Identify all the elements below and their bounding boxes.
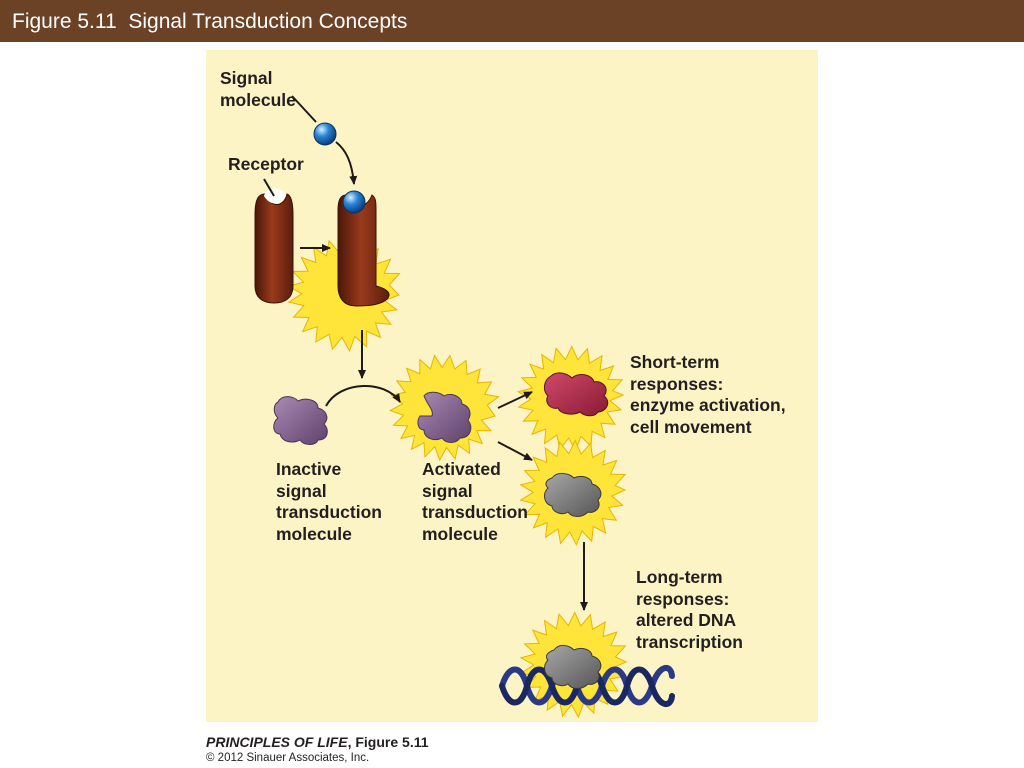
transcription-factor-dna-bound [544, 644, 602, 689]
signal-molecule-free [313, 122, 337, 146]
caption-book-title: PRINCIPLES OF LIFE [206, 734, 348, 750]
pointer-receptor [263, 178, 275, 197]
enzyme-active [543, 372, 609, 417]
transcription-factor-active [544, 472, 602, 517]
arrow-molecule-activation [325, 385, 401, 407]
slide-title: Figure 5.11 Signal Transduction Concepts [12, 10, 408, 33]
arrow-to-long-term [497, 441, 533, 461]
label-activated-molecule: Activated signal transduction molecule [422, 459, 528, 544]
signal-transduction-diagram [254, 95, 675, 719]
label-long-term-responses: Long-term responses: altered DNA transcr… [636, 567, 743, 652]
label-inactive-molecule: Inactive signal transduction molecule [276, 459, 382, 544]
figure-panel: Signal molecule Receptor Inactive signal… [206, 50, 818, 722]
arrow-signal-binding [335, 141, 358, 185]
title-bar: Figure 5.11 Signal Transduction Concepts [0, 0, 1024, 42]
arrow-to-short-term [497, 391, 533, 409]
caption-title: PRINCIPLES OF LIFE, Figure 5.11 [206, 734, 429, 750]
receptor-active [337, 194, 390, 307]
transduction-molecule-inactive [273, 396, 328, 445]
signal-molecule-bound [342, 190, 366, 214]
receptor-inactive [254, 188, 294, 304]
label-short-term-responses: Short-term responses: enzyme activation,… [630, 352, 786, 437]
transduction-molecule-active [417, 391, 472, 443]
pointer-signal-molecule [291, 95, 317, 123]
label-receptor: Receptor [228, 154, 304, 174]
caption-copyright: © 2012 Sinauer Associates, Inc. [206, 752, 370, 764]
label-signal-molecule: Signal molecule [220, 68, 296, 110]
caption-figure-number: , Figure 5.11 [347, 734, 429, 750]
